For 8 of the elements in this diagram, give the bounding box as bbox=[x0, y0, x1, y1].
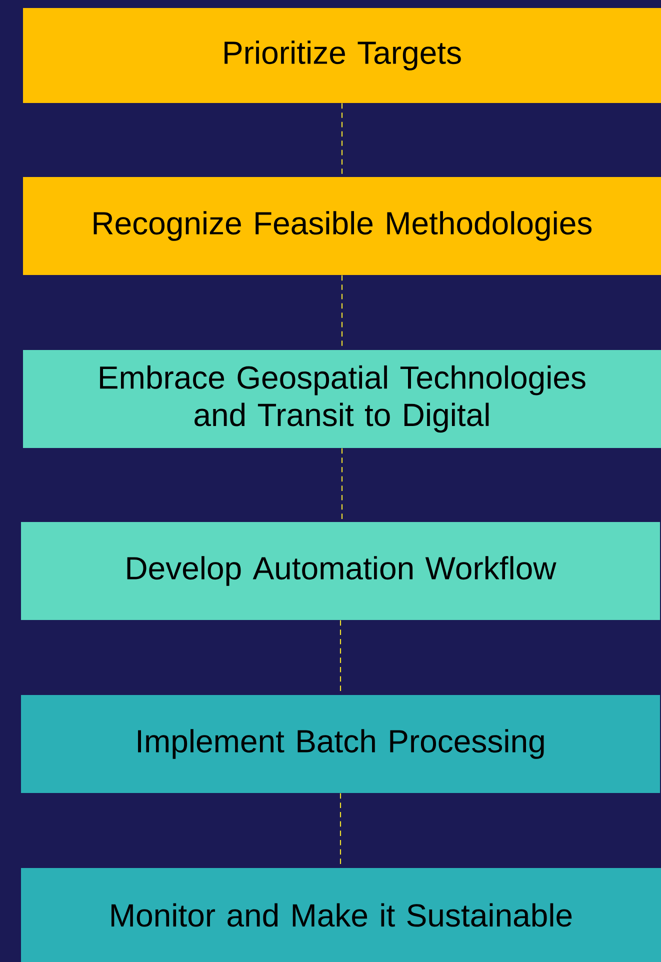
step-box: Prioritize Targets bbox=[23, 8, 661, 103]
step-box: Embrace Geospatial Technologies and Transit to Digital bbox=[23, 350, 661, 448]
step-box: Recognize Feasible Methodologies bbox=[23, 177, 661, 275]
step-box: Monitor and Make it Sustainable bbox=[21, 868, 661, 962]
step-box: Develop Automation Workflow bbox=[21, 522, 660, 620]
connector-line bbox=[341, 103, 343, 177]
connector-line bbox=[341, 448, 343, 522]
step-box: Implement Batch Processing bbox=[21, 695, 660, 793]
